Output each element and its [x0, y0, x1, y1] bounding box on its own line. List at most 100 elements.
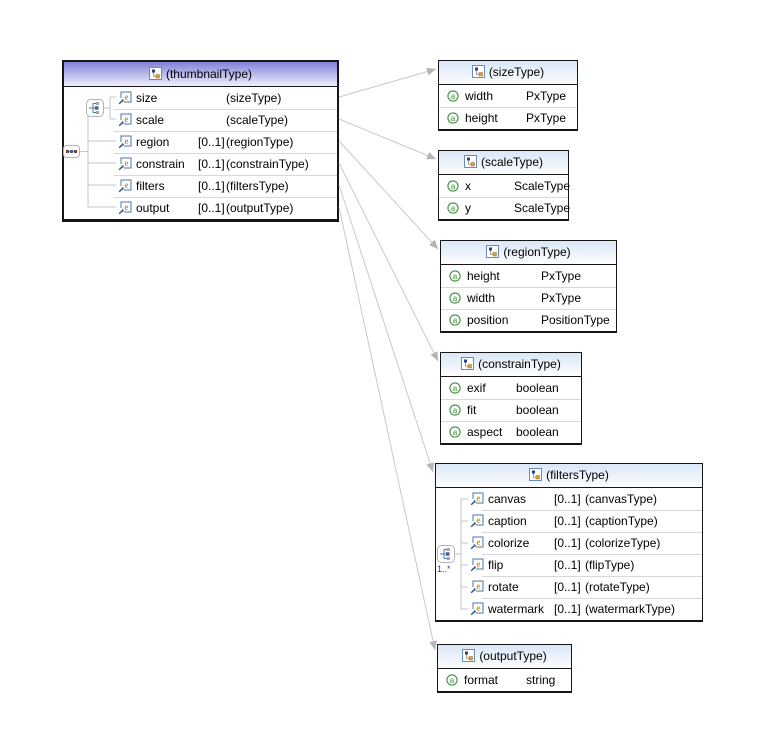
element-icon: e: [470, 514, 484, 528]
svg-text:a: a: [453, 316, 458, 325]
attribute-type: PxType: [526, 89, 567, 103]
attribute-row-x[interactable]: a x ScaleType: [439, 175, 570, 197]
element-row-output[interactable]: e output [0..1] (outputType): [64, 197, 337, 219]
attribute-type: PositionType: [541, 313, 610, 327]
regiontype-header[interactable]: (regionType): [441, 241, 616, 265]
svg-text:e: e: [476, 515, 480, 525]
element-row-size[interactable]: e size (sizeType): [64, 87, 337, 109]
element-cardinality: [0..1]: [554, 580, 581, 594]
sequence-group-icon[interactable]: [63, 145, 80, 158]
attribute-icon: a: [447, 180, 459, 192]
element-icon: e: [470, 580, 484, 594]
choice-group-icon[interactable]: [437, 545, 455, 563]
attribute-row-format[interactable]: a format string: [438, 669, 571, 691]
element-row-filters[interactable]: e filters [0..1] (filtersType): [64, 175, 337, 197]
svg-text:a: a: [451, 182, 456, 191]
attribute-row-exif[interactable]: a exif boolean: [441, 377, 581, 399]
complex-type-icon: [148, 67, 162, 81]
type-box-thumbnailtype: (thumbnailType) e size (sizeType) e scal…: [62, 60, 339, 222]
attribute-name: height: [465, 111, 498, 125]
element-row-flip[interactable]: e flip [0..1] (flipType): [436, 554, 702, 576]
element-row-scale[interactable]: e scale (scaleType): [64, 109, 337, 131]
attribute-row-y[interactable]: a y ScaleType: [439, 197, 571, 219]
element-row-rotate[interactable]: e rotate [0..1] (rotateType): [436, 576, 702, 598]
svg-text:a: a: [451, 92, 456, 101]
element-row-region[interactable]: e region [0..1] (regionType): [64, 131, 337, 153]
svg-text:a: a: [453, 384, 458, 393]
element-name: output: [136, 201, 170, 215]
type-box-constraintype: (constrainType) a exif boolean a fit boo…: [440, 352, 582, 445]
element-row-canvas[interactable]: e canvas [0..1] (canvasType): [436, 488, 702, 510]
svg-text:a: a: [453, 294, 458, 303]
svg-text:e: e: [124, 92, 128, 102]
attribute-type: boolean: [516, 425, 559, 439]
element-row-colorize[interactable]: e colorize [0..1] (colorizeType): [436, 532, 702, 554]
attribute-row-height[interactable]: a height PxType: [441, 265, 616, 287]
attribute-name: height: [467, 269, 500, 283]
attribute-row-height[interactable]: a height PxType: [439, 107, 577, 129]
element-icon: e: [118, 201, 132, 215]
element-row-watermark[interactable]: e watermark [0..1] (watermarkType): [436, 598, 702, 620]
element-cardinality: [0..1]: [198, 157, 225, 171]
scaletype-header[interactable]: (scaleType): [439, 151, 568, 175]
element-name: constrain: [136, 157, 185, 171]
element-icon: e: [118, 113, 132, 127]
element-cardinality: [0..1]: [198, 135, 225, 149]
type-box-title: (filtersType): [546, 468, 609, 482]
connector-filters: [338, 184, 434, 473]
element-icon: e: [470, 492, 484, 506]
svg-text:a: a: [451, 204, 456, 213]
svg-text:e: e: [124, 158, 128, 168]
element-cardinality: [0..1]: [554, 492, 581, 506]
element-icon: e: [470, 602, 484, 616]
element-name: filters: [136, 179, 165, 193]
element-icon: e: [470, 536, 484, 550]
element-type: (rotateType): [585, 580, 650, 594]
element-name: size: [136, 91, 158, 105]
element-icon: e: [118, 91, 132, 105]
svg-text:e: e: [476, 603, 480, 613]
filterstype-header[interactable]: (filtersType): [436, 464, 702, 488]
attribute-icon: a: [449, 292, 461, 304]
element-name: watermark: [488, 602, 545, 616]
attribute-name: y: [465, 201, 471, 215]
attribute-name: width: [467, 291, 496, 305]
svg-text:a: a: [453, 272, 458, 281]
element-row-constrain[interactable]: e constrain [0..1] (constrainType): [64, 153, 337, 175]
attribute-type: ScaleType: [514, 201, 571, 215]
element-cardinality: [0..1]: [198, 201, 225, 215]
attribute-type: string: [526, 673, 556, 687]
type-box-scaletype: (scaleType) a x ScaleType a y ScaleType: [438, 150, 571, 221]
svg-text:e: e: [124, 180, 128, 190]
attribute-row-position[interactable]: a position PositionType: [441, 309, 616, 331]
svg-text:e: e: [476, 493, 480, 503]
element-name: caption: [488, 514, 527, 528]
attribute-row-width[interactable]: a width PxType: [439, 85, 577, 107]
element-icon: e: [118, 179, 132, 193]
element-name: canvas: [488, 492, 527, 506]
sizetype-header[interactable]: (sizeType): [439, 61, 577, 85]
outputtype-header[interactable]: (outputType): [438, 645, 571, 669]
attribute-icon: a: [447, 90, 459, 102]
svg-text:a: a: [453, 428, 458, 437]
complex-type-icon: [529, 468, 543, 482]
element-icon: e: [118, 135, 132, 149]
attribute-type: PxType: [541, 269, 582, 283]
svg-text:e: e: [124, 202, 128, 212]
svg-text:e: e: [124, 114, 128, 124]
thumbnailtype-header[interactable]: (thumbnailType): [64, 62, 337, 87]
element-row-caption[interactable]: e caption [0..1] (captionType): [436, 510, 702, 532]
attribute-row-fit[interactable]: a fit boolean: [441, 399, 581, 421]
element-name: flip: [488, 558, 504, 572]
choice-group-icon[interactable]: [86, 99, 104, 117]
multiplicity-label: 1..*: [437, 564, 451, 574]
attribute-name: width: [465, 89, 494, 103]
constraintype-header[interactable]: (constrainType): [441, 353, 581, 377]
type-reference-connectors: [338, 67, 439, 651]
attribute-row-aspect[interactable]: a aspect boolean: [441, 421, 581, 443]
type-box-outputtype: (outputType) a format string: [437, 644, 572, 693]
type-box-regiontype: (regionType) a height PxType a width PxT…: [440, 240, 617, 333]
svg-text:a: a: [453, 406, 458, 415]
attribute-row-width[interactable]: a width PxType: [441, 287, 616, 309]
element-type: (canvasType): [585, 492, 658, 506]
